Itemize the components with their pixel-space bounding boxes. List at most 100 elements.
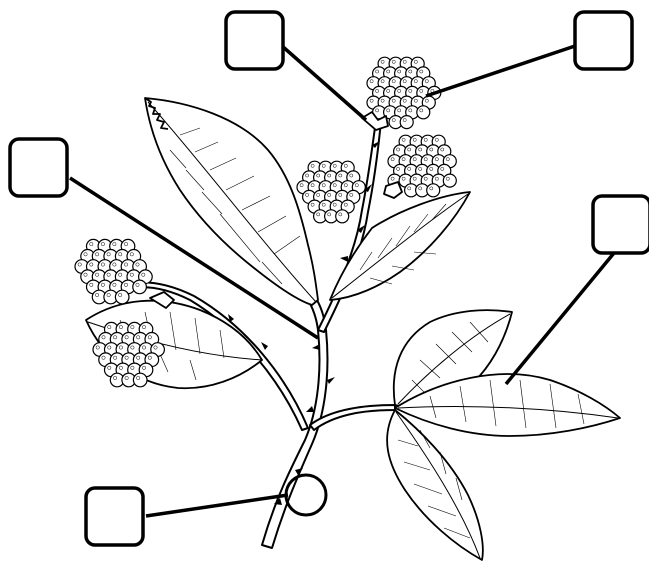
drupelet-highlight — [419, 89, 424, 93]
drupelet-highlight — [434, 157, 439, 162]
drupelet-highlight — [423, 157, 428, 162]
drupelet-highlight — [130, 345, 135, 350]
drupelet-highlight — [129, 272, 134, 277]
drupelet-highlight — [107, 365, 112, 370]
drupelet-highlight — [424, 98, 429, 103]
leader-bottom — [145, 493, 289, 518]
drupelet-highlight — [142, 365, 146, 370]
drupelet-highlight — [124, 262, 128, 267]
drupelet-highlight — [83, 252, 88, 257]
drupelet-highlight — [338, 173, 343, 178]
drupelet-highlight — [112, 282, 117, 287]
drupelet-highlight — [423, 137, 428, 142]
drupelet-highlight — [83, 272, 88, 277]
label-top-left[interactable] — [224, 10, 285, 71]
drupelet-highlight — [418, 186, 423, 191]
drupelet — [442, 173, 457, 188]
drupelet-highlight — [407, 186, 412, 191]
drupelet-highlight — [130, 325, 135, 330]
drupelet-highlight — [343, 183, 348, 188]
drupelet-highlight — [401, 157, 406, 162]
drupelet-highlight — [391, 79, 396, 84]
drupelet-highlight — [124, 335, 129, 340]
drupelet-highlight — [423, 176, 428, 181]
drupelet-highlight — [396, 167, 400, 171]
drupelet-highlight — [407, 167, 412, 171]
drupelet-highlight — [136, 335, 141, 340]
drupelet-highlight — [402, 98, 407, 103]
drupelet-highlight — [135, 262, 140, 267]
drupelet-highlight — [142, 325, 146, 330]
drupelet-highlight — [434, 176, 439, 181]
drupelet-highlight — [118, 252, 123, 257]
drupelet-highlight — [429, 186, 434, 191]
drupelet-highlight — [310, 163, 315, 168]
drupelet-highlight — [136, 355, 141, 360]
drupelet-highlight — [429, 147, 434, 152]
upper-stem — [317, 119, 382, 333]
drupelet-highlight — [100, 242, 105, 247]
drupelet — [399, 114, 414, 130]
drupelet-highlight — [408, 108, 413, 113]
drupelet-highlight — [118, 365, 123, 370]
drupelet-highlight — [129, 252, 134, 257]
drupelet-highlight — [412, 176, 417, 181]
drupelet-highlight — [112, 262, 117, 267]
leaf-right-middle — [329, 191, 471, 301]
drupelet-highlight — [419, 108, 424, 113]
drupelet-highlight — [390, 157, 395, 162]
drupelet-highlight — [147, 335, 152, 340]
drupelet — [416, 105, 431, 120]
drupelet-highlight — [106, 272, 111, 277]
leader-left — [69, 176, 319, 340]
drupelet-highlight — [310, 202, 315, 207]
drupelet-highlight — [124, 355, 129, 360]
drupelet-highlight — [380, 59, 385, 64]
drupelet — [132, 279, 148, 295]
drupelet-highlight — [407, 147, 412, 152]
drupelet-highlight — [401, 176, 406, 181]
drupelet-highlight — [369, 79, 374, 84]
drupelet-highlight — [375, 108, 379, 113]
drupelet-highlight — [106, 252, 111, 257]
drupelet-highlight — [299, 183, 304, 188]
drupelet-highlight — [413, 59, 418, 64]
drupelet-highlight — [89, 282, 94, 287]
drupelet-highlight — [130, 365, 135, 370]
drupelet-highlight — [106, 293, 111, 297]
drupelet-highlight — [112, 242, 117, 247]
label-bottom[interactable] — [84, 486, 145, 547]
drupelet-highlight — [413, 79, 418, 84]
drupelet-highlight — [397, 69, 402, 74]
drupelet-highlight — [391, 98, 396, 103]
thorns — [228, 141, 380, 505]
drupelet-highlight — [440, 167, 445, 171]
label-boxes — [8, 10, 649, 547]
drupelet-highlight — [113, 376, 118, 380]
drupelet-highlight — [124, 282, 128, 287]
drupelet-highlight — [343, 163, 348, 168]
berry-left-upper-cluster — [74, 238, 153, 305]
drupelet-highlight — [412, 137, 417, 142]
label-left[interactable] — [8, 137, 69, 198]
label-top-right[interactable] — [573, 10, 634, 71]
drupelet-highlight — [124, 242, 128, 247]
drupelet-highlight — [369, 98, 374, 103]
drupelet-highlight — [95, 252, 100, 257]
drupelet-highlight — [310, 183, 315, 188]
drupelet-highlight — [316, 193, 321, 197]
drupelet-highlight — [113, 355, 118, 360]
sepals — [149, 111, 403, 309]
drupelet-highlight — [402, 118, 407, 122]
drupelet-highlight — [321, 202, 326, 207]
drupelet-highlight — [349, 193, 354, 197]
drupelet-highlight — [124, 376, 129, 380]
drupelet-highlight — [101, 335, 106, 340]
drupelet-highlight — [412, 157, 417, 162]
drupelet-highlight — [390, 176, 395, 181]
drupelet-highlight — [305, 173, 309, 178]
label-right[interactable] — [591, 194, 649, 255]
drupelet-highlight — [396, 147, 400, 152]
drupelet-highlight — [391, 59, 396, 64]
